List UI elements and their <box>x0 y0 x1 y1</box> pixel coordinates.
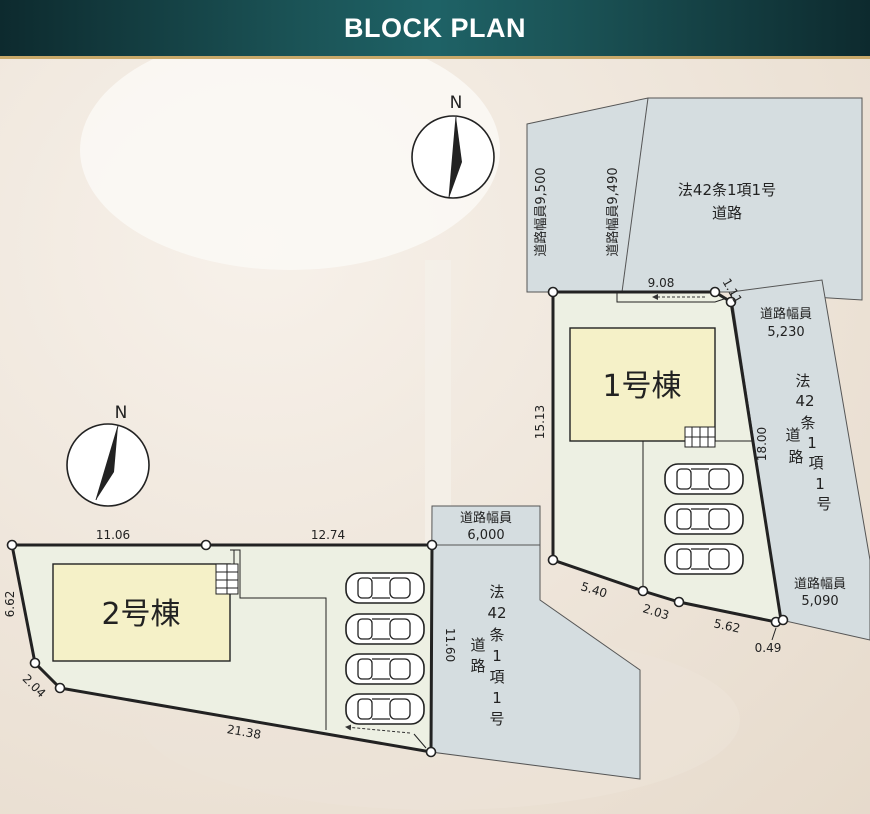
lot2-car-1 <box>345 572 425 604</box>
lot2-road-east-type-char: 42 <box>487 604 506 622</box>
compass-north-arrow-icon: N <box>66 403 150 507</box>
lot1-road-east-width-label-bottom: 道路幅員 <box>794 576 846 592</box>
lot2-car-3 <box>345 653 425 685</box>
lot1-building <box>569 327 716 442</box>
lot1-car-1 <box>664 463 744 495</box>
header-banner: BLOCK PLAN <box>0 0 870 59</box>
lot1-road-east-width-label-top: 道路幅員 <box>760 306 812 322</box>
lot1-road-east-type-char: 号 <box>816 495 831 513</box>
lot1: 1号棟 9.08 1.11 15.13 18.00 <box>526 97 870 655</box>
lot2-building <box>52 563 231 662</box>
lot2-corner-markers <box>6 539 438 758</box>
lot1-dim-corner-b: 0.49 <box>755 641 782 655</box>
lot2-road-east-width-value: 6,000 <box>467 528 504 543</box>
lot2-road-east-type: 法 42 条 1 項 1 号 道 路 <box>470 583 506 728</box>
compass-label: N <box>450 93 463 113</box>
lot1-car-3 <box>664 543 744 575</box>
lot2: 2号棟 11.06 12.74 6.62 2.04 <box>3 505 641 780</box>
lot1-corner-markers <box>547 286 789 628</box>
lot2-road-east-name-char: 路 <box>470 657 485 675</box>
lot2-dim-left: 6.62 <box>3 591 17 618</box>
lot1-steps <box>684 426 716 448</box>
lot1-road-east-type-char: 42 <box>795 392 814 410</box>
lot2-car-2 <box>345 613 425 645</box>
lot2-car-4 <box>345 693 425 725</box>
lot2-road-east-type-char: 条 <box>489 626 504 644</box>
background-table-top <box>80 30 500 270</box>
lot1-road-north-name: 道路 <box>712 204 742 222</box>
lot1-road-north-divider <box>621 97 649 293</box>
lot1-road-east-type: 法 42 条 1 項 1 号 道 路 <box>785 372 831 513</box>
lot1-walkway-edge <box>616 292 728 303</box>
lot1-dim-bottom-c: 5.62 <box>712 616 741 635</box>
lot1-car-2 <box>664 503 744 535</box>
lot1-road-east-name-char: 路 <box>788 448 803 466</box>
lot1-road-east-type-char: 法 <box>795 372 810 390</box>
lot1-road-east-type-char: 1 <box>815 475 825 493</box>
lot1-road-east-type-char: 1 <box>807 434 817 452</box>
lot1-road-east-name-char: 道 <box>785 426 800 444</box>
lot2-road-east-name-char: 道 <box>470 636 485 654</box>
lot2-steps <box>215 563 239 595</box>
lot2-road-east-width-label: 道路幅員 <box>460 510 512 526</box>
compass-north-arrow-icon: N <box>411 93 495 199</box>
lot1-building-label: 1号棟 <box>602 369 681 404</box>
lot2-road-east-type-char: 1 <box>492 647 502 665</box>
lot2-road-east-type-char: 1 <box>492 689 502 707</box>
lot1-road-north-type: 法42条1項1号 <box>678 181 776 199</box>
lot1-dim-right: 18.00 <box>755 427 769 461</box>
lot1-dim-top: 9.08 <box>648 276 675 290</box>
lot1-dim-corner-b-leader <box>771 627 777 641</box>
lot1-road-north-width-b: 道路幅員9,490 <box>605 167 621 256</box>
lot1-road-north <box>526 97 863 301</box>
lot2-road-east-type-char: 項 <box>489 668 504 686</box>
lot2-road-east-type-char: 法 <box>489 583 504 601</box>
lot2-road-east-type-char: 号 <box>489 710 504 728</box>
lot2-dim-top-b: 12.74 <box>311 528 345 542</box>
compass-label: N <box>115 403 128 423</box>
lot1-dim-left: 15.13 <box>533 405 547 439</box>
lot2-dim-top-a: 11.06 <box>96 528 130 542</box>
lot2-building-label: 2号棟 <box>101 597 180 632</box>
lot1-road-east-type-char: 項 <box>808 454 823 472</box>
lot2-parking-edge <box>230 549 327 730</box>
lot2-entry-edge <box>413 733 427 749</box>
lot1-road-east-width-top: 5,230 <box>767 325 804 340</box>
lot2-dim-right: 11.60 <box>443 628 457 662</box>
lot2-dim-bottom: 21.38 <box>226 722 262 742</box>
page-title: BLOCK PLAN <box>344 12 526 43</box>
lot1-road-east-type-char: 条 <box>800 414 815 432</box>
lot1-road-east-width-bottom: 5,090 <box>801 594 838 609</box>
lot2-entry-arrow <box>345 724 411 734</box>
lot1-road-north-width-a: 道路幅員9,500 <box>533 167 549 256</box>
